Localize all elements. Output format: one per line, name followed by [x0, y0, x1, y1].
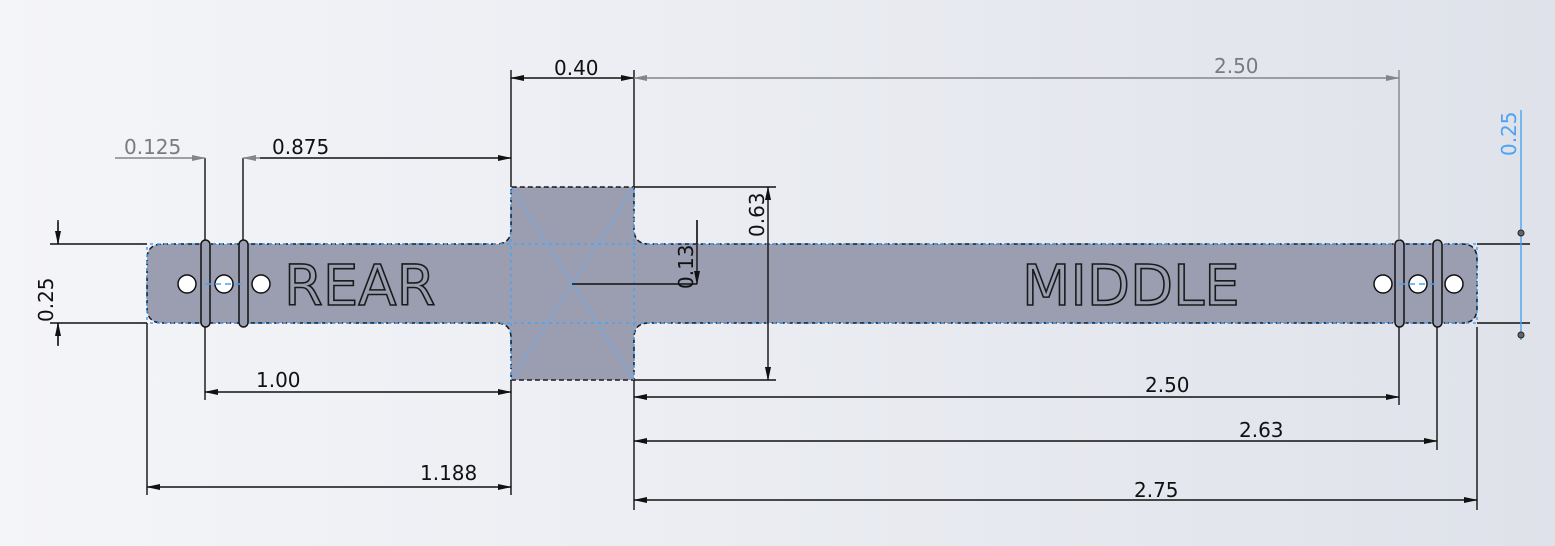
dim-middle-slot-2[interactable]: 2.63: [1239, 418, 1284, 442]
shaft-part[interactable]: [146, 186, 1478, 381]
dim-slot-offset[interactable]: 0.125: [124, 135, 181, 159]
middle-label[interactable]: MIDDLE: [1021, 253, 1240, 320]
dim-bar-height-right[interactable]: 0.25: [1497, 111, 1521, 156]
hole[interactable]: [1444, 274, 1464, 294]
dim-center-offset[interactable]: 0.13: [674, 244, 698, 289]
dim-middle-length[interactable]: 2.75: [1134, 478, 1179, 502]
holes: [177, 274, 1464, 294]
dim-rear-slot[interactable]: 1.00: [256, 368, 301, 392]
dim-slot-to-hub[interactable]: 0.875: [272, 135, 329, 159]
dim-bar-height-left[interactable]: 0.25: [34, 277, 58, 322]
dim-hub-height[interactable]: 0.63: [745, 192, 769, 237]
hole[interactable]: [251, 274, 271, 294]
dim-hub-width[interactable]: 0.40: [554, 56, 599, 80]
hole[interactable]: [177, 274, 197, 294]
dim-rear-length[interactable]: 1.188: [420, 461, 477, 485]
dim-slot-to-hub-top[interactable]: 2.50: [1214, 54, 1259, 78]
hole[interactable]: [1373, 274, 1393, 294]
dim-middle-slot-1[interactable]: 2.50: [1145, 373, 1190, 397]
rear-label[interactable]: REAR: [283, 253, 436, 320]
